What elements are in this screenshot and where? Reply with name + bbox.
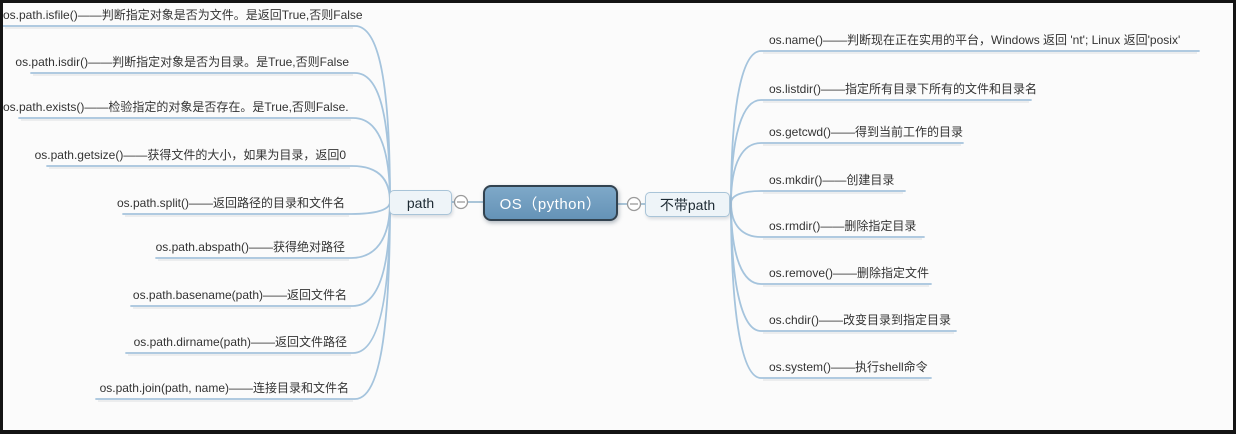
collapse-right-icon[interactable] [626,196,642,212]
topic-os-path-abspath[interactable]: os.path.abspath()——获得绝对路径 [155,240,345,254]
branch-node-no-path[interactable]: 不带path [645,192,730,217]
topic-os-rmdir[interactable]: os.rmdir()——删除指定目录 [769,219,917,233]
topic-os-path-getsize[interactable]: os.path.getsize()——获得文件的大小，如果为目录，返回0 [34,148,346,162]
topic-os-path-split[interactable]: os.path.split()——返回路径的目录和文件名 [116,196,345,210]
topic-os-path-dirname[interactable]: os.path.dirname(path)——返回文件路径 [133,335,347,349]
topic-os-remove[interactable]: os.remove()——删除指定文件 [769,266,930,280]
topic-os-system[interactable]: os.system()——执行shell命令 [769,360,928,374]
underline-shadows [5,27,1197,402]
topic-os-path-isdir[interactable]: os.path.isdir()——判断指定对象是否为目录。是True,否则Fal… [15,55,349,69]
topic-os-path-exists[interactable]: os.path.exists()——检验指定的对象是否存在。是True,否则Fa… [3,100,349,114]
topic-os-path-isfile[interactable]: os.path.isfile()——判断指定对象是否为文件。是返回True,否则… [3,8,363,22]
topic-os-listdir[interactable]: os.listdir()——指定所有目录下所有的文件和目录名 [769,82,1038,96]
collapse-left-icon[interactable] [453,194,469,210]
branch-node-path[interactable]: path [389,190,452,215]
collapse-icons [453,194,642,212]
topic-os-path-basename[interactable]: os.path.basename(path)——返回文件名 [132,288,347,302]
topic-os-chdir[interactable]: os.chdir()——改变目录到指定目录 [769,313,952,327]
root-node-os-python[interactable]: OS（python） [483,185,618,221]
right-branch-curves [730,50,1200,379]
topic-os-getcwd[interactable]: os.getcwd()——得到当前工作的目录 [769,125,964,139]
topic-os-path-join[interactable]: os.path.join(path, name)——连接目录和文件名 [99,381,349,395]
topic-os-name[interactable]: os.name()——判断现在正在实用的平台，Windows 返回 'nt'; … [769,33,1181,47]
topic-os-mkdir[interactable]: os.mkdir()——创建目录 [769,173,895,187]
